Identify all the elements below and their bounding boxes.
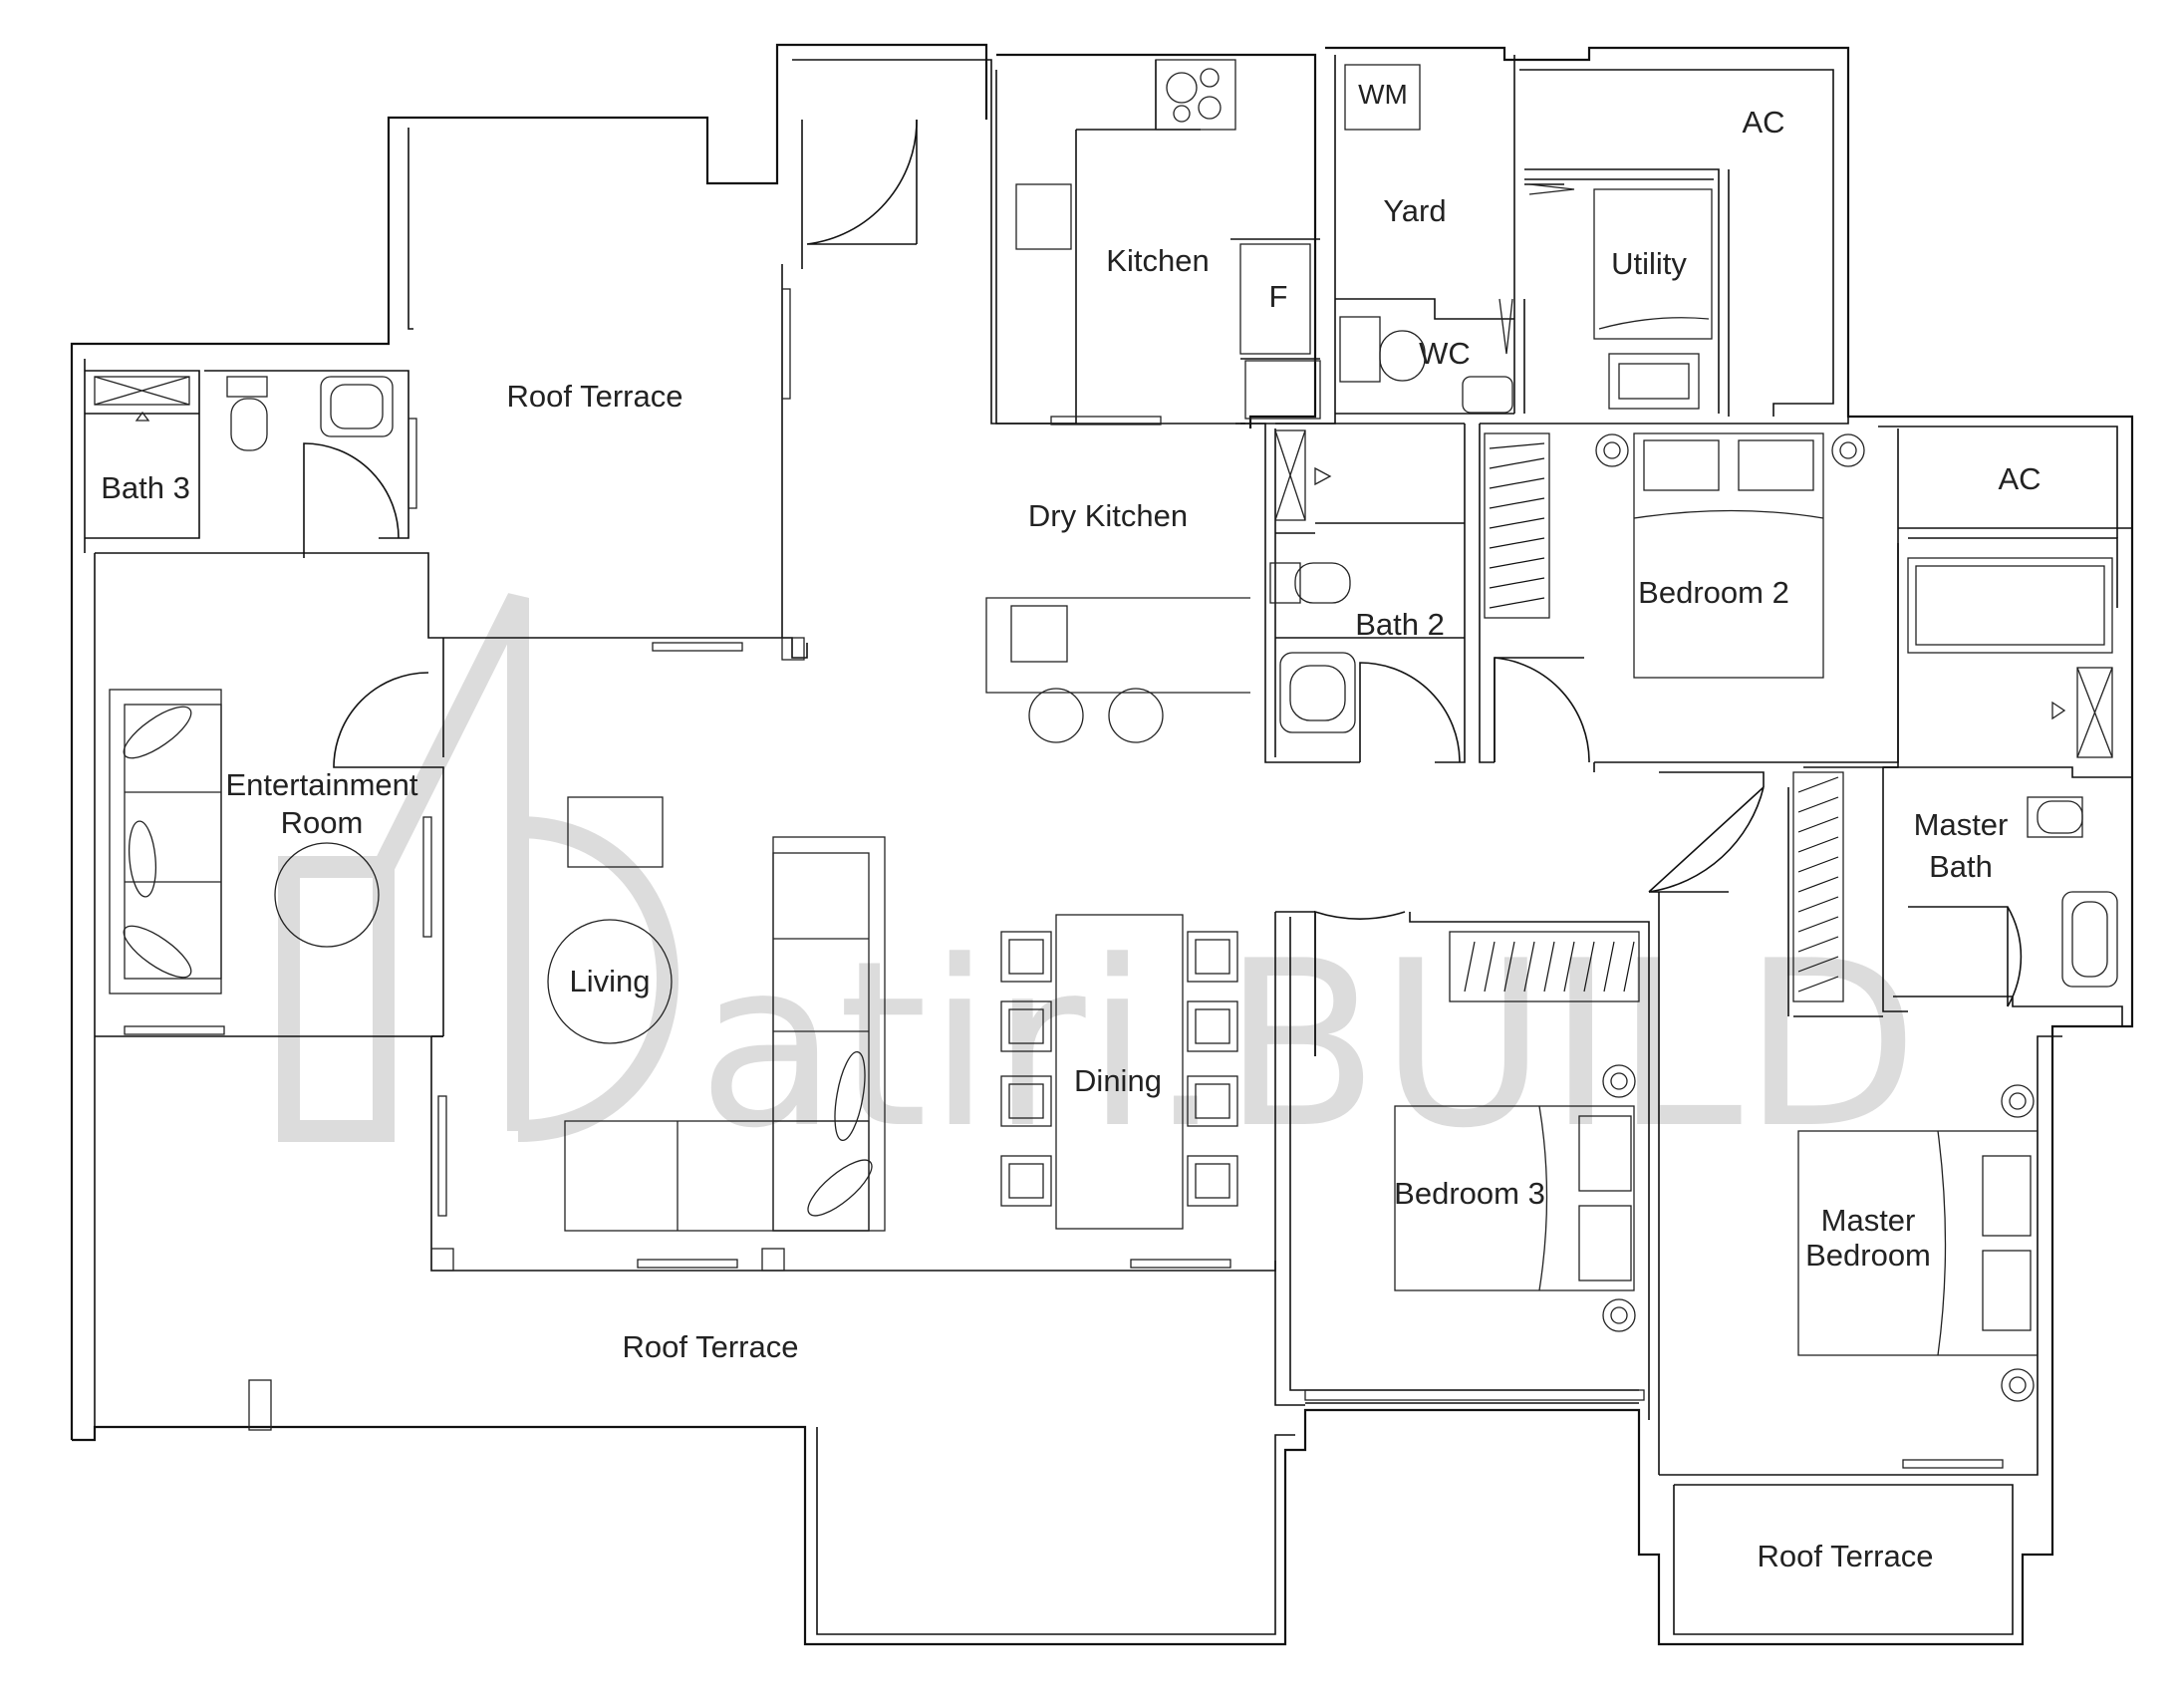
label-bath3: Bath 3 [101, 470, 190, 505]
door-bedroom3 [1314, 910, 1406, 1056]
label-dining: Dining [1074, 1063, 1162, 1098]
label-fridge: F [1269, 279, 1288, 314]
door-entertainment [333, 672, 429, 768]
door-master-bedroom [1648, 786, 1765, 893]
door-bedroom2 [1494, 657, 1590, 763]
label-yard: Yard [1383, 193, 1446, 228]
room-labels: Roof Terrace Kitchen F WM Yard WC AC Uti… [101, 79, 2041, 1573]
label-roof-terrace-top: Roof Terrace [507, 379, 683, 414]
watermark: atiri.BUILD [278, 593, 1919, 1179]
label-master-bath-line2: Bath [1929, 849, 1993, 884]
label-bedroom3: Bedroom 3 [1394, 1176, 1545, 1211]
label-ac-top: AC [1742, 105, 1784, 140]
label-living: Living [570, 964, 651, 998]
label-utility: Utility [1611, 246, 1687, 281]
watermark-logo [278, 593, 679, 1142]
door-bath2 [1359, 662, 1461, 763]
door-master-bath [1908, 906, 2023, 1007]
label-roof-terrace-right: Roof Terrace [1758, 1539, 1934, 1573]
door-entry [806, 119, 918, 245]
label-wc: WC [1419, 336, 1471, 371]
label-bath2: Bath 2 [1355, 607, 1445, 642]
label-washing-machine: WM [1358, 79, 1408, 110]
outer-walls [70, 43, 2134, 1646]
label-master-bedroom-line2: Bedroom [1805, 1238, 1931, 1273]
label-entertainment-line1: Entertainment [226, 767, 418, 802]
door-bath3 [303, 442, 400, 539]
label-master-bath-line1: Master [1914, 807, 2009, 842]
label-ac-right: AC [1998, 461, 2041, 496]
label-dry-kitchen: Dry Kitchen [1028, 498, 1188, 533]
label-entertainment-line2: Room [281, 805, 364, 840]
doors [303, 119, 2023, 1056]
label-bedroom2: Bedroom 2 [1638, 575, 1789, 610]
window-tracks [124, 288, 2004, 1469]
watermark-text: atiri.BUILD [697, 913, 1919, 1179]
label-kitchen: Kitchen [1106, 243, 1209, 278]
label-master-bedroom-line1: Master [1821, 1203, 1916, 1238]
fixtures [94, 59, 2118, 1402]
interior-walls [85, 55, 2132, 1475]
label-roof-terrace-bottom: Roof Terrace [623, 1329, 799, 1364]
